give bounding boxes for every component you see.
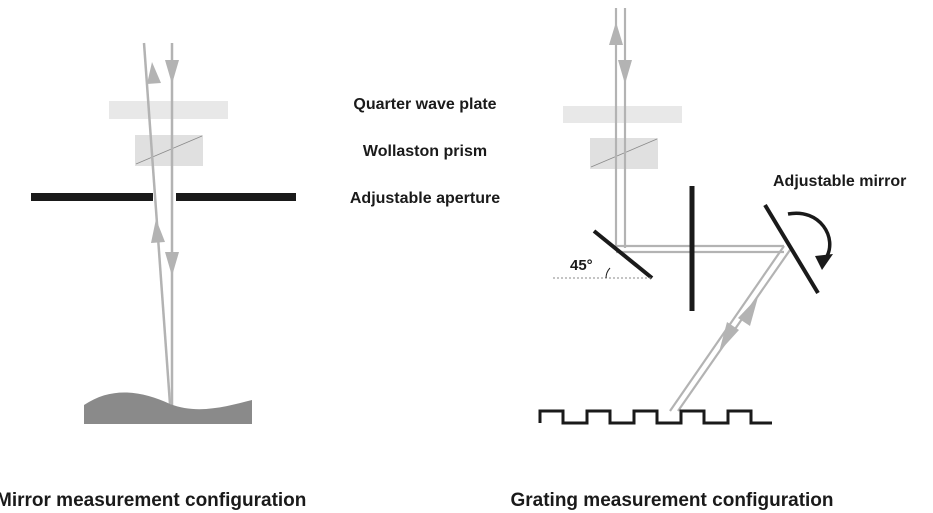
adjustable-aperture-label: Adjustable aperture — [350, 190, 500, 207]
arrowhead-down-right — [618, 60, 632, 84]
angle-label: 45° — [570, 257, 593, 274]
rotation-arrow — [787, 211, 832, 259]
adjustable-mirror-label: Adjustable mirror — [773, 173, 906, 190]
mirror-configuration — [31, 42, 296, 424]
curved-mirror-sample — [84, 392, 252, 424]
arrowhead-diagonal-down — [719, 322, 739, 352]
angle-arc — [605, 267, 611, 279]
arrowhead-up-right — [609, 22, 623, 45]
arrowhead-up-bottom-left — [151, 219, 165, 243]
wollaston-prism-split-left — [135, 135, 203, 165]
aperture-right-blade — [176, 193, 296, 201]
arrowhead-down-top-left — [165, 60, 179, 84]
rotation-arrowhead — [815, 254, 833, 270]
quarter-wave-plate-right — [563, 106, 682, 123]
mirror-caption: Mirror measurement configuration — [0, 490, 306, 511]
grating-configuration: 45° — [538, 8, 833, 425]
grating-profile — [538, 409, 772, 425]
grating-caption: Grating measurement configuration — [510, 490, 833, 511]
adjustable-mirror — [763, 203, 820, 295]
aperture-left-blade — [31, 193, 153, 201]
arrowhead-diagonal-up — [738, 297, 758, 326]
arrowhead-down-bottom-left — [165, 252, 179, 276]
fold-mirror — [592, 229, 654, 280]
quarter-wave-plate-left — [109, 101, 228, 119]
arrowhead-up-top-left — [147, 62, 161, 84]
wollaston-prism-label: Wollaston prism — [363, 143, 487, 160]
quarter-wave-plate-label: Quarter wave plate — [353, 96, 496, 113]
